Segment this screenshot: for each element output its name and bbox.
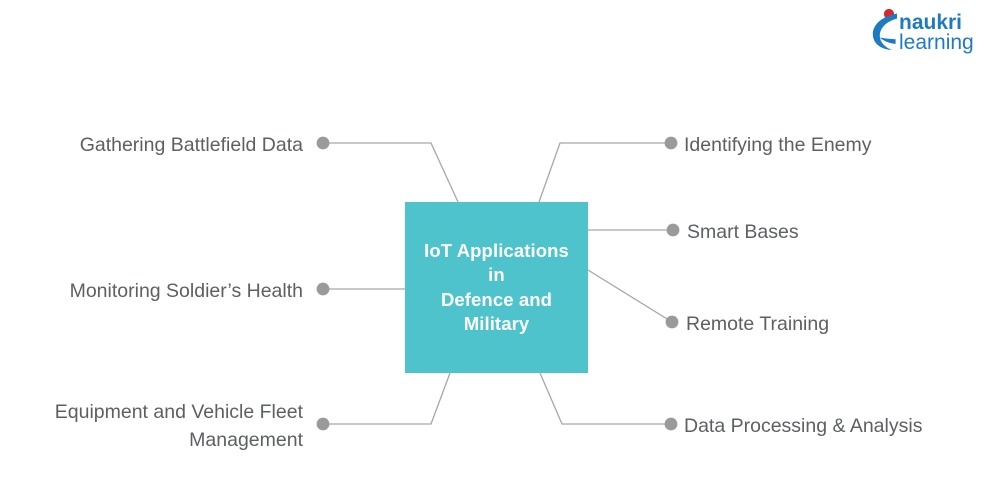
naukri-swoosh-icon: naukri learning <box>872 8 974 54</box>
node-dot-monitoring-soldiers-health[interactable] <box>316 282 330 296</box>
connector-equipment-vehicle-fleet <box>323 372 451 425</box>
connector-data-processing-analysis <box>539 372 671 425</box>
naukri-learning-logo: naukri learning <box>867 6 991 54</box>
leaf-label-identifying-the-enemy[interactable]: Identifying the Enemy <box>684 134 872 156</box>
leaf-label-monitoring-soldiers-health[interactable]: Monitoring Soldier’s Health <box>69 280 303 302</box>
node-dot-smart-bases[interactable] <box>666 223 680 237</box>
node-dot-remote-training[interactable] <box>665 315 679 329</box>
connector-gathering-battlefield-data <box>323 142 459 203</box>
center-node-title: IoT Applications in Defence and Military <box>424 239 569 334</box>
logo-word-naukri: naukri <box>899 11 962 34</box>
leaf-label-remote-training[interactable]: Remote Training <box>686 313 830 335</box>
connector-remote-training <box>587 269 673 323</box>
leaf-label-equipment-vehicle-fleet-management[interactable]: Equipment and Vehicle Fleet Management <box>54 401 303 451</box>
connector-identifying-the-enemy <box>538 142 671 203</box>
node-dot-equipment-vehicle-fleet[interactable] <box>316 417 330 431</box>
node-dot-identifying-the-enemy[interactable] <box>664 136 678 150</box>
node-dot-gathering-battlefield-data[interactable] <box>316 136 330 150</box>
center-node: IoT Applications in Defence and Military <box>405 202 588 373</box>
leaf-label-data-processing-analysis[interactable]: Data Processing & Analysis <box>684 415 923 437</box>
leaf-label-gathering-battlefield-data[interactable]: Gathering Battlefield Data <box>79 134 303 156</box>
logo-word-learning: learning <box>899 31 974 54</box>
leaf-label-smart-bases[interactable]: Smart Bases <box>687 221 799 243</box>
node-dot-data-processing-analysis[interactable] <box>664 417 678 431</box>
